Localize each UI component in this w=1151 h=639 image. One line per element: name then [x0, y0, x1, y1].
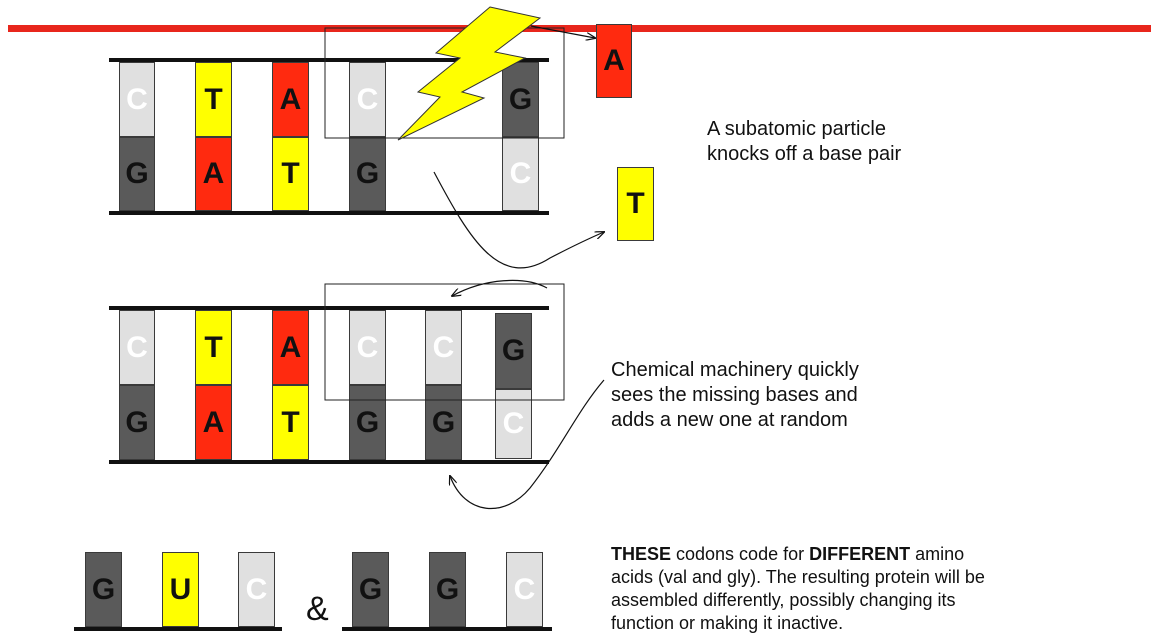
strand2-bottom-base: A — [195, 385, 232, 460]
ejected-base-a: A — [596, 24, 632, 98]
caption-step3-line2: acids (val and gly). The resulting prote… — [611, 567, 985, 587]
strand2-top-base: T — [195, 310, 232, 385]
codon1-base: U — [162, 552, 199, 627]
accent-line — [8, 25, 1151, 32]
strand1-bottom-base: C — [502, 137, 539, 211]
strand2-bottom-base: G — [349, 385, 386, 460]
arrow-to-ejected-t — [433, 171, 604, 269]
ejected-base-t: T — [617, 167, 654, 241]
strand1-top-base: T — [195, 62, 232, 137]
strand1-bottom-base: A — [195, 137, 232, 211]
strand1-highlight-box — [324, 27, 565, 139]
strand1-top-base: G — [502, 62, 539, 137]
strand1-bottom-base: G — [119, 137, 155, 211]
strand2-bottom-base: G — [119, 385, 155, 460]
caption-step2-line3: adds a new one at random — [611, 409, 848, 431]
strand1-top-base: C — [349, 62, 386, 137]
strand2-top-base: A — [272, 310, 309, 385]
codon2-base: G — [429, 552, 466, 627]
caption-step3-text2: amino — [910, 544, 965, 564]
arrow-into-box — [452, 279, 548, 296]
caption-step1: A subatomic particle knocks off a base p… — [707, 117, 1007, 167]
caption-step1-line1: A subatomic particle — [707, 118, 886, 140]
caption-step1-line2: knocks off a base pair — [707, 143, 902, 165]
codon1-base: G — [85, 552, 122, 627]
codon1-rail — [74, 627, 282, 631]
codon2-base: C — [506, 552, 543, 627]
strand1-top-base: C — [119, 62, 155, 137]
ampersand: & — [306, 590, 329, 628]
strand2-bottom-rail — [109, 460, 549, 464]
strand2-top-rail — [109, 306, 549, 310]
caption-step2-line2: sees the missing bases and — [611, 384, 858, 406]
codon2-rail — [342, 627, 552, 631]
strand2-top-base: C — [349, 310, 386, 385]
strand2-bottom-base: G — [425, 385, 462, 460]
strand1-bottom-rail — [109, 211, 549, 215]
caption-step3: THESE codons code for DIFFERENT amino ac… — [611, 543, 1146, 635]
strand2-top-base: C — [425, 310, 462, 385]
strand2-bottom-base: T — [272, 385, 309, 460]
caption-step3-text1: codons code for — [671, 544, 810, 564]
caption-step2-line1: Chemical machinery quickly — [611, 359, 859, 381]
caption-step3-line4: function or making it inactive. — [611, 613, 844, 633]
caption-step3-bold2: DIFFERENT — [809, 544, 911, 564]
arrow-from-caption — [450, 379, 605, 509]
strand1-bottom-base: G — [349, 137, 386, 211]
lightning-bolt-icon — [397, 6, 542, 141]
caption-step2: Chemical machinery quickly sees the miss… — [611, 358, 941, 433]
caption-step3-line1: THESE codons code for DIFFERENT amino — [611, 543, 1146, 566]
codon2-base: G — [352, 552, 389, 627]
caption-step3-line3: assembled differently, possibly changing… — [611, 590, 956, 610]
strand2-bottom-base: C — [495, 389, 532, 459]
strand1-top-base: A — [272, 62, 309, 137]
strand1-bottom-base: T — [272, 137, 309, 211]
strand2-top-base: G — [495, 313, 532, 389]
strand1-top-rail — [109, 58, 549, 62]
codon1-base: C — [238, 552, 275, 627]
caption-step3-bold1: THESE — [611, 544, 672, 564]
strand2-top-base: C — [119, 310, 155, 385]
strand2-highlight-box — [324, 283, 565, 401]
arrow-to-ejected-a — [530, 25, 595, 38]
